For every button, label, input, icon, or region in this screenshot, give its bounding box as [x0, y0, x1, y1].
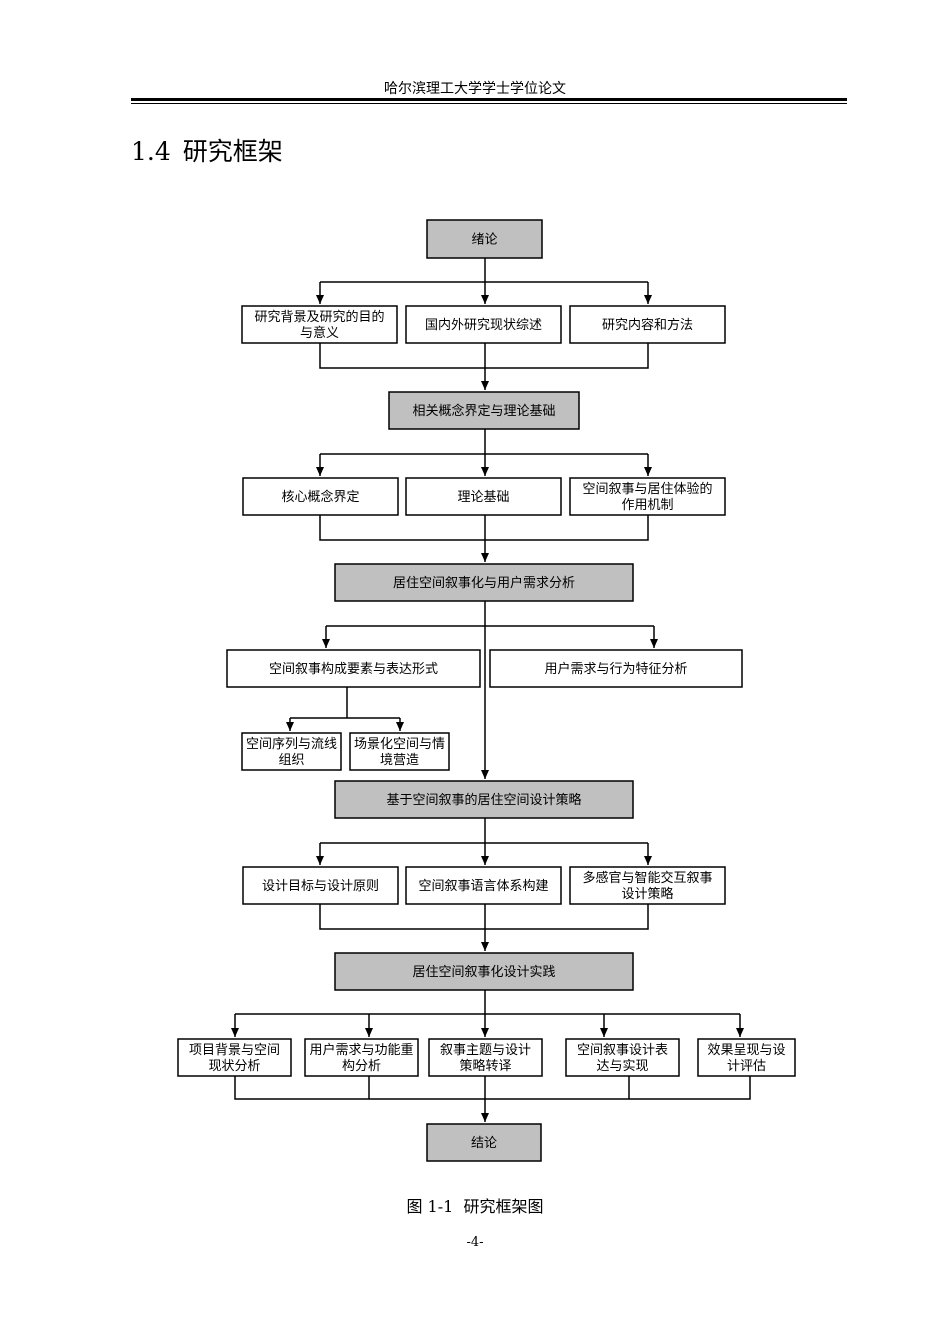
flowchart-node-n3: 相关概念界定与理论基础 — [388, 391, 580, 430]
flowchart-node-n2b: 国内外研究现状综述 — [405, 305, 562, 344]
connector-line — [234, 1076, 751, 1100]
node-box — [226, 649, 481, 688]
node-label: 现状分析 — [208, 1059, 260, 1074]
node-label: 居住空间叙事化设计实践 — [412, 965, 555, 980]
node-label: 策略转译 — [459, 1058, 511, 1074]
node-label: 设计策略 — [621, 886, 673, 902]
running-header: 哈尔滨理工大学学士学位论文 — [384, 81, 566, 97]
node-box — [426, 219, 543, 259]
figure-caption: 图 1-1 研究框架图 — [0, 1193, 950, 1217]
node-label: 达与实现 — [596, 1059, 648, 1074]
flowchart-node-n4a: 核心概念界定 — [242, 477, 399, 516]
node-box — [697, 1038, 796, 1077]
flowchart-node-n6b: 用户需求与行为特征分析 — [489, 649, 743, 688]
node-label: 与意义 — [300, 325, 339, 341]
node-label: 境营造 — [380, 753, 419, 768]
node-box — [349, 732, 450, 771]
node-box — [241, 305, 398, 344]
node-label: 用户需求与功能重 — [309, 1042, 413, 1058]
flowchart-node-n9b: 空间叙事语言体系构建 — [405, 866, 562, 905]
node-box — [242, 866, 399, 905]
node-label: 多感官与智能交互叙事 — [582, 870, 712, 886]
node-label: 设计目标与设计原则 — [262, 879, 379, 894]
node-label: 用户需求与行为特征分析 — [544, 661, 687, 677]
connector-line — [319, 343, 649, 369]
node-box — [426, 1123, 542, 1162]
node-label: 理论基础 — [457, 490, 509, 505]
node-box — [242, 477, 399, 516]
flowchart-node-n12: 结论 — [426, 1123, 542, 1162]
node-box — [405, 305, 562, 344]
node-label: 构分析 — [342, 1059, 381, 1074]
node-label: 结论 — [471, 1136, 497, 1151]
node-box — [569, 305, 726, 344]
node-label: 效果呈现与设 — [707, 1043, 785, 1058]
node-label: 项目背景与空间 — [189, 1043, 280, 1058]
section-title: 研究框架 — [182, 137, 283, 166]
node-label: 场景化空间与情 — [354, 737, 445, 752]
node-box — [334, 780, 634, 819]
node-box — [405, 866, 562, 905]
flowchart-node-n9a: 设计目标与设计原则 — [242, 866, 399, 905]
header-rule-thin — [131, 103, 847, 104]
connector-line — [319, 904, 649, 930]
node-box — [428, 1038, 543, 1077]
node-label: 计评估 — [727, 1059, 766, 1074]
node-label: 组织 — [278, 753, 304, 768]
header-rule-thick — [131, 98, 847, 101]
node-box — [565, 1038, 680, 1077]
flowchart-node-n10: 居住空间叙事化设计实践 — [334, 952, 634, 991]
node-label: 核心概念界定 — [281, 489, 359, 505]
node-label: 基于空间叙事的居住空间设计策略 — [386, 792, 581, 808]
node-label: 绪论 — [471, 233, 497, 248]
node-label: 空间序列与流线 — [246, 737, 337, 752]
diagram-connectors — [231, 258, 751, 1122]
flowchart-node-n6a: 空间叙事构成要素与表达形式 — [226, 649, 481, 688]
node-box — [489, 649, 743, 688]
node-box — [334, 563, 634, 602]
page-number: -4- — [466, 1235, 484, 1250]
node-box — [405, 477, 562, 516]
flowchart-node-n4b: 理论基础 — [405, 477, 562, 516]
flowchart-node-n2c: 研究内容和方法 — [569, 305, 726, 344]
node-label: 空间叙事构成要素与表达形式 — [269, 662, 438, 677]
figure-title: 研究框架图 — [463, 1197, 544, 1216]
section-heading: 1.4 研究框架 — [131, 132, 283, 168]
flowchart-node-n8: 基于空间叙事的居住空间设计策略 — [334, 780, 634, 819]
node-label: 研究内容和方法 — [602, 317, 693, 333]
node-label: 研究背景及研究的目的 — [254, 309, 384, 325]
section-number: 1.4 — [131, 137, 171, 166]
node-box — [241, 732, 342, 771]
node-box — [177, 1038, 292, 1077]
flowchart-node-n1: 绪论 — [426, 219, 543, 259]
node-label: 空间叙事与居住体验的 — [582, 481, 712, 497]
node-box — [304, 1038, 419, 1077]
connector-line — [319, 515, 649, 541]
node-label: 空间叙事设计表 — [577, 1043, 668, 1058]
node-box — [569, 477, 726, 516]
node-box — [388, 391, 580, 430]
figure-label: 图 1-1 — [406, 1197, 454, 1216]
node-label: 空间叙事语言体系构建 — [418, 879, 548, 894]
node-label: 叙事主题与设计 — [440, 1043, 531, 1058]
node-box — [569, 866, 726, 905]
flowchart-node-n5: 居住空间叙事化与用户需求分析 — [334, 563, 634, 602]
node-label: 相关概念界定与理论基础 — [412, 403, 555, 419]
node-label: 作用机制 — [621, 498, 673, 513]
node-label: 国内外研究现状综述 — [425, 317, 542, 333]
node-label: 居住空间叙事化与用户需求分析 — [393, 575, 575, 591]
node-box — [334, 952, 634, 991]
